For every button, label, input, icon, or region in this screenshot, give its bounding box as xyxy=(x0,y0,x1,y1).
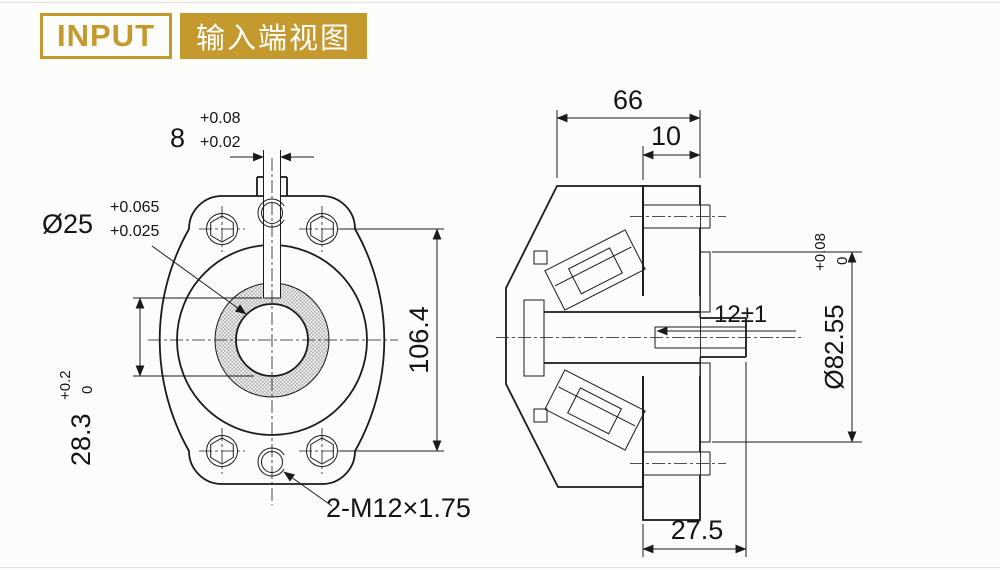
seal-top xyxy=(533,250,548,265)
section-view: 66 10 12±1 Ø82.55 +0.08 0 xyxy=(496,85,862,557)
bolt-hole-bottom-left xyxy=(198,427,246,475)
input-shaft xyxy=(544,311,747,364)
leader-line xyxy=(151,245,247,315)
dim-tol-upper: +0.2 xyxy=(57,370,74,400)
dim-tol-lower: +0.02 xyxy=(200,134,241,151)
dim-text-overall-width: 66 xyxy=(613,85,643,115)
bearing-top xyxy=(544,229,646,311)
dim-pilot-diameter: Ø82.55 +0.08 0 xyxy=(712,233,862,443)
dim-tol-lower: 0 xyxy=(834,257,851,265)
dim-tol-upper: +0.065 xyxy=(110,199,159,216)
bolt-hole-top-left xyxy=(198,205,246,253)
leader-line xyxy=(283,471,333,507)
top-tab xyxy=(256,176,288,196)
thread-hole-bottom xyxy=(257,447,285,477)
dim-thread-callout: 2-M12×1.75 xyxy=(283,471,471,523)
chinese-title-text: 输入端视图 xyxy=(196,23,352,55)
dim-text-insertion-depth: 12±1 xyxy=(714,301,767,328)
seal-bottom xyxy=(533,408,548,423)
dim-text-keyway-height: 28.3 xyxy=(66,413,96,466)
pilot-spigot-top xyxy=(699,251,711,313)
page-top-rule xyxy=(0,2,1000,3)
dim-tol-lower: +0.025 xyxy=(110,223,159,240)
dim-insertion-depth: 12±1 xyxy=(656,301,796,336)
bolt-hole-top-right xyxy=(298,205,346,253)
bearing-bottom xyxy=(544,369,646,451)
shaft-cavity-clear xyxy=(522,296,700,376)
dim-text-flange-step: 10 xyxy=(651,121,681,151)
dim-bore-diameter: Ø25 +0.065 +0.025 xyxy=(42,199,247,315)
dim-bolt-spacing: 106.4 xyxy=(340,228,444,452)
plate-bolt-hole-top xyxy=(630,204,726,229)
dim-text-keyway-width: 8 xyxy=(170,123,185,153)
dim-overall-width: 66 xyxy=(556,85,701,178)
chinese-title-badge: 输入端视图 xyxy=(180,13,368,59)
dim-keyway-width: 8 +0.08 +0.02 xyxy=(170,110,314,162)
input-label-badge: INPUT xyxy=(40,13,172,59)
dim-tol-upper: +0.08 xyxy=(200,110,241,127)
dim-shaft-extension: 27.5 xyxy=(642,362,747,557)
dim-text-thread-callout: 2-M12×1.75 xyxy=(326,493,471,523)
dim-text-pilot-diameter: Ø82.55 xyxy=(819,304,849,389)
dim-text-shaft-extension: 27.5 xyxy=(671,515,724,545)
dim-tol-upper: +0.08 xyxy=(812,233,829,271)
view-title-header: INPUT 输入端视图 xyxy=(40,13,368,59)
input-label-text: INPUT xyxy=(57,18,155,53)
pilot-spigot-bottom xyxy=(699,362,711,443)
dim-tol-lower: 0 xyxy=(79,386,96,394)
dim-text-bore-diameter: Ø25 xyxy=(42,209,93,239)
bolt-hole-bottom-right xyxy=(298,427,346,475)
dim-flange-step: 10 xyxy=(642,121,701,180)
plate-bolt-hole-bottom xyxy=(630,451,726,476)
page-bottom-rule xyxy=(0,567,1000,568)
front-view: 8 +0.08 +0.02 Ø25 +0.065 +0.025 28.3 +0.… xyxy=(42,110,471,523)
dim-keyway-height: 28.3 +0.2 0 xyxy=(57,297,262,466)
dim-text-bolt-spacing: 106.4 xyxy=(404,306,434,374)
shaft-shoulder-section xyxy=(523,299,545,377)
